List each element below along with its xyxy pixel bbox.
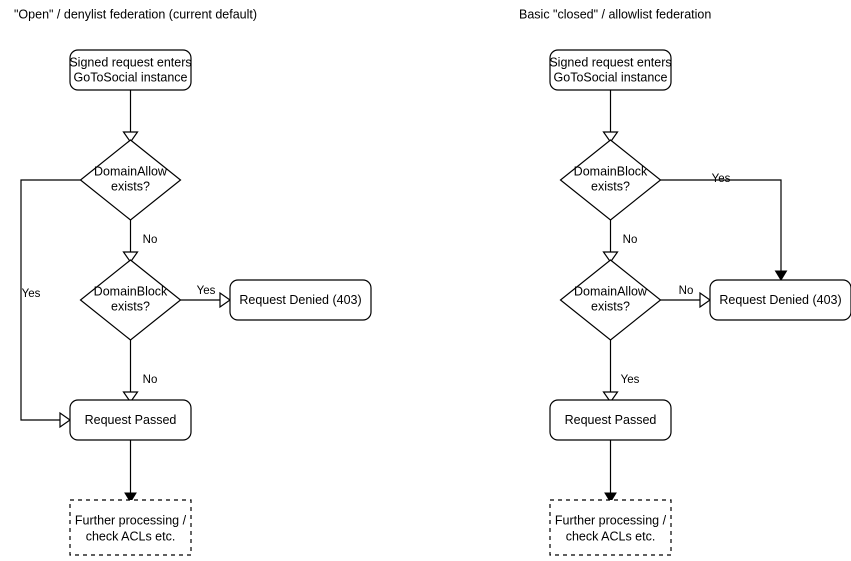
node-further-processing-left[interactable]: Further processing / check ACLs etc.: [69, 499, 192, 556]
arrowhead-open-icon: [602, 251, 619, 264]
edge-label-block-no-right: No: [623, 234, 638, 246]
edge-label-block-no-left: No: [143, 374, 158, 386]
edge-passed-to-further-left: [124, 440, 137, 503]
edge-allow-yes-to-passed-right: Yes: [602, 340, 640, 404]
node-domainblock-left[interactable]: DomainBlock exists?: [79, 259, 182, 341]
node-domainblock-left-line2: exists?: [111, 299, 150, 313]
edge-block-no-to-allow-right: No: [602, 220, 638, 264]
arrowhead-open-icon: [219, 291, 232, 309]
node-request-passed-right[interactable]: Request Passed: [549, 399, 672, 441]
panel-closed-allowlist: Basic "closed" / allowlist federation Si…: [519, 7, 851, 556]
node-domainblock-right-line2: exists?: [591, 179, 630, 193]
edge-block-no-to-passed-left: No: [122, 340, 158, 404]
arrowhead-solid-icon: [604, 492, 617, 503]
arrowhead-solid-icon: [124, 492, 137, 503]
edge-label-allow-yes-right: Yes: [621, 374, 640, 386]
edge-label-block-yes-right: Yes: [712, 173, 731, 185]
node-further-processing-right-line2: check ACLs etc.: [566, 529, 656, 543]
edge-entry-to-allow-left: [122, 90, 139, 144]
arrowhead-open-icon: [122, 251, 139, 264]
edge-passed-to-further-right: [604, 440, 617, 503]
node-further-processing-left-line2: check ACLs etc.: [86, 529, 176, 543]
edge-label-block-yes-left: Yes: [197, 285, 216, 297]
node-domainallow-right-line2: exists?: [591, 299, 630, 313]
node-entry-left[interactable]: Signed request enters GoToSocial instanc…: [69, 49, 192, 91]
node-domainallow-left-line2: exists?: [111, 179, 150, 193]
edge-allow-no-to-block-left: No: [122, 220, 158, 264]
arrowhead-open-icon: [602, 391, 619, 404]
node-entry-left-line1: Signed request enters: [69, 55, 191, 69]
node-domainallow-right-line1: DomainAllow: [574, 284, 648, 298]
edge-label-allow-no-right: No: [679, 285, 694, 297]
edge-block-yes-to-denied-left: Yes: [180, 285, 232, 309]
node-request-denied-right-shape[interactable]: [709, 279, 851, 321]
node-entry-right-line2: GoToSocial instance: [554, 70, 668, 84]
edge-allow-yes-to-passed-left: Yes: [20, 179, 81, 429]
arrowhead-open-icon: [59, 411, 72, 429]
node-further-processing-right-line1: Further processing /: [555, 513, 667, 527]
node-request-denied-left-label: Request Denied (403): [239, 293, 361, 307]
node-further-processing-left-line1: Further processing /: [75, 513, 187, 527]
panel-title-closed-allowlist: Basic "closed" / allowlist federation: [519, 7, 711, 21]
node-further-processing-left-shape[interactable]: [69, 499, 192, 556]
node-domainallow-right[interactable]: DomainAllow exists?: [559, 259, 662, 341]
arrowhead-open-icon: [602, 131, 619, 144]
edge-entry-to-block-right: [602, 90, 619, 144]
node-domainblock-right-line1: DomainBlock: [574, 164, 648, 178]
node-domainblock-right[interactable]: DomainBlock exists?: [559, 139, 662, 221]
node-request-passed-left-label: Request Passed: [85, 413, 177, 427]
node-domainblock-left-line1: DomainBlock: [94, 284, 168, 298]
edge-label-allow-yes-left: Yes: [22, 288, 41, 300]
arrowhead-open-icon: [699, 291, 712, 309]
node-request-passed-left[interactable]: Request Passed: [69, 399, 192, 441]
edge-label-allow-no-left: No: [143, 234, 158, 246]
node-request-denied-left[interactable]: Request Denied (403): [229, 279, 372, 321]
node-further-processing-right[interactable]: Further processing / check ACLs etc.: [549, 499, 672, 556]
node-further-processing-right-shape[interactable]: [549, 499, 672, 556]
panel-title-open-denylist: "Open" / denylist federation (current de…: [14, 7, 257, 21]
arrowhead-open-icon: [122, 131, 139, 144]
node-domainallow-left[interactable]: DomainAllow exists?: [79, 139, 182, 221]
edge-allow-no-to-denied-right: No: [660, 285, 712, 309]
node-entry-right-line1: Signed request enters: [549, 55, 671, 69]
node-entry-left-line2: GoToSocial instance: [74, 70, 188, 84]
node-request-passed-right-label: Request Passed: [565, 413, 657, 427]
edge-block-yes-to-denied-right: Yes: [660, 173, 788, 281]
node-request-denied-right-label: Request Denied (403): [719, 293, 841, 307]
arrowhead-open-icon: [122, 391, 139, 404]
node-request-denied-right[interactable]: Request Denied (403): [709, 279, 851, 321]
panel-open-denylist: "Open" / denylist federation (current de…: [14, 7, 372, 556]
node-entry-right[interactable]: Signed request enters GoToSocial instanc…: [549, 49, 672, 91]
node-request-denied-left-shape[interactable]: [229, 279, 372, 321]
node-domainallow-left-line1: DomainAllow: [94, 164, 168, 178]
arrowhead-solid-icon: [774, 270, 788, 281]
